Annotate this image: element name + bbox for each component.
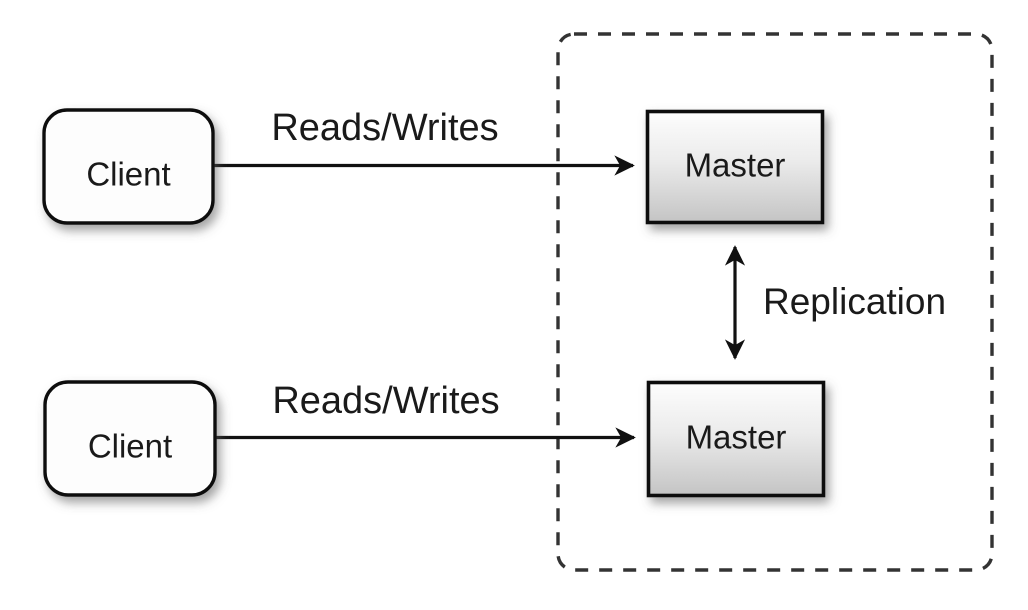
master-top-label: Master [685,147,786,184]
edge-label-reads-writes-bottom: Reads/Writes [272,380,499,422]
master-bottom-label: Master [686,419,787,456]
edge-label-reads-writes-top: Reads/Writes [271,107,498,149]
master-bottom-shape [646,380,826,498]
edge-label-replication: Replication [763,281,946,322]
client-bottom-shape [43,380,217,497]
client-top-label: Client [86,156,170,193]
master-top-shape [645,109,825,225]
client-bottom-label: Client [88,428,172,465]
replication-cluster-boundary [556,32,994,572]
client-top-shape [42,108,215,225]
